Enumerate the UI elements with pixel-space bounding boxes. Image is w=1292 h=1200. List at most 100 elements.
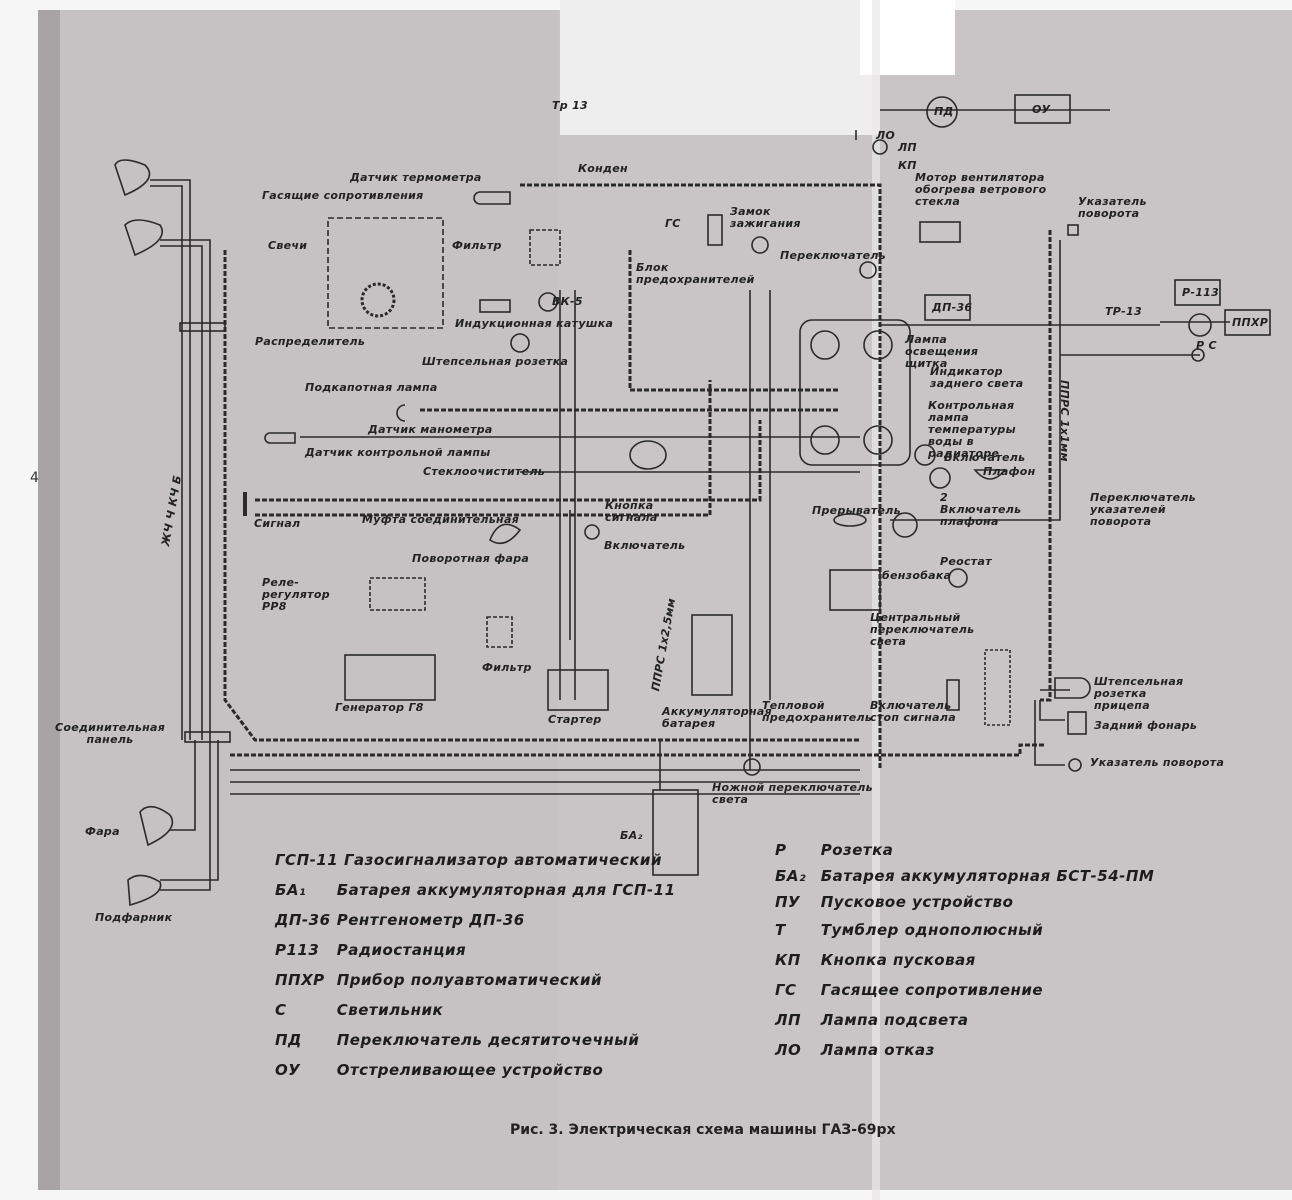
label-soed-panel: Соединительная панель xyxy=(55,721,166,746)
label-centr-perekl: Центральный переключатель света xyxy=(870,611,975,648)
legend-text: Светильник xyxy=(336,1001,444,1019)
relay-regulator xyxy=(369,577,426,611)
legend-text: Гасящее сопротивление xyxy=(820,981,1044,999)
foot-switch xyxy=(743,758,761,776)
label-zamok: Замок зажигания xyxy=(730,205,801,230)
legend-abbr: БА₁ xyxy=(275,881,307,899)
label-kontr-lampa: Контрольная лампа температуры воды в рад… xyxy=(928,399,1016,460)
label-shtepselnaya-pricepa: Штепсельная розетка прицепа xyxy=(1094,675,1184,712)
headlamp-top-2 xyxy=(124,219,163,257)
legend-text: Тумблер однополюсный xyxy=(820,921,1044,939)
dp36-box xyxy=(924,294,971,321)
legend-text: Прибор полуавтоматический xyxy=(336,971,602,989)
label-ba2: БА₂ xyxy=(620,829,643,842)
legend-item: Р Розетка xyxy=(775,842,893,859)
label-zadniy: Задний фонарь xyxy=(1094,719,1198,732)
legend-text: Кнопка пусковая xyxy=(820,951,976,969)
legend-item: С Светильник xyxy=(275,1002,443,1019)
horn xyxy=(629,440,667,470)
legend-abbr: ЛП xyxy=(775,1011,802,1029)
label-filtr-top: Фильтр xyxy=(452,239,502,252)
label-mufta: Муфта соединительная xyxy=(362,513,520,526)
label-gs: ГС xyxy=(665,217,681,230)
headlamp-bottom-2 xyxy=(127,874,162,907)
label-signal: Сигнал xyxy=(254,517,301,530)
legend-item: ГСП-11 Газосигнализатор автоматический xyxy=(275,852,662,869)
motor xyxy=(919,221,961,243)
label-kp: КП xyxy=(898,159,917,172)
harness-signal xyxy=(255,420,762,502)
legend-item: ПД Переключатель десятиточечный xyxy=(275,1032,639,1049)
rheostat xyxy=(948,568,968,588)
trailer-socket xyxy=(1054,677,1091,699)
filter-top xyxy=(529,229,561,266)
label-tr13-top: Тр 13 xyxy=(552,99,589,112)
label-ukazatel-bottom: Указатель поворота xyxy=(1090,756,1225,769)
gauge-1 xyxy=(810,330,840,360)
label-datchik-manometra: Датчик манометра xyxy=(368,423,493,436)
distributor xyxy=(360,282,396,318)
legend-abbr: Р113 xyxy=(275,941,320,959)
legend-abbr: ГСП-11 xyxy=(275,851,339,869)
lamp-indicator xyxy=(914,444,936,466)
legend-abbr: ГС xyxy=(775,981,797,999)
legend-abbr: ПД xyxy=(275,1031,302,1049)
ou-box xyxy=(1014,94,1071,124)
legend-item: ППХР Прибор полуавтоматический xyxy=(275,972,602,989)
label-lo: ЛО xyxy=(876,129,896,142)
label-datchik-termometra: Датчик термометра xyxy=(350,171,482,184)
harness-bottom-1 xyxy=(230,743,1045,757)
legend-item: КП Кнопка пусковая xyxy=(775,952,976,969)
tail-light xyxy=(1067,711,1087,735)
gauge-3 xyxy=(810,425,840,455)
turn-signal-front xyxy=(1067,224,1079,236)
label-katushka: Индукционная катушка xyxy=(455,317,614,330)
legend-abbr: КП xyxy=(775,951,801,969)
legend-abbr: БА₂ xyxy=(775,867,807,885)
coil xyxy=(479,299,511,313)
instrument-panel xyxy=(799,319,911,466)
legend-abbr: ПУ xyxy=(775,893,801,911)
label-reostat: Реостат xyxy=(940,555,992,568)
label-starter: Стартер xyxy=(548,713,602,726)
label-podkapotnaya: Подкапотная лампа xyxy=(305,381,438,394)
turn-signal-rear xyxy=(1068,758,1082,772)
legend-item: Т Тумблер однополюсный xyxy=(775,922,1043,939)
connector-block xyxy=(984,649,1011,726)
label-indikator: Индикатор заднего света xyxy=(930,365,1024,390)
legend-item: ЛП Лампа подсвета xyxy=(775,1012,968,1029)
r113-box xyxy=(1174,279,1221,306)
socket-r xyxy=(1191,348,1205,362)
legend-item: БА₁ Батарея аккумуляторная для ГСП-11 xyxy=(275,882,676,899)
label-ppkhr: ППХР xyxy=(1232,316,1269,329)
label-generator: Генератор Г8 xyxy=(335,701,424,714)
wire-right-v xyxy=(1040,230,1052,702)
label-fara: Фара xyxy=(85,825,120,838)
pd-circle xyxy=(926,96,958,128)
central-switch xyxy=(829,569,881,611)
label-pd: ПД xyxy=(934,105,954,118)
legend-abbr: ЛО xyxy=(775,1041,802,1059)
plafon xyxy=(973,469,1007,480)
legend-text: Газосигнализатор автоматический xyxy=(343,851,662,869)
legend-abbr: Р xyxy=(775,841,787,859)
wire-left-6 xyxy=(160,740,211,891)
interrupter xyxy=(833,513,867,527)
legend-abbr: ОУ xyxy=(275,1061,301,1079)
legend-item: ГС Гасящее сопротивление xyxy=(775,982,1043,999)
gauge-2 xyxy=(863,330,893,360)
vk5 xyxy=(538,292,558,312)
label-vk5: ВК-5 xyxy=(552,295,583,308)
wire-left-1 xyxy=(150,179,191,740)
connection-panel-top xyxy=(179,322,226,332)
wire-left-5 xyxy=(170,740,196,831)
socket-engine xyxy=(510,333,530,353)
legend-item: ЛО Лампа отказ xyxy=(775,1042,935,1059)
ignition-lock xyxy=(707,214,723,246)
starter xyxy=(547,669,609,711)
label-vklyuchatel: Включатель xyxy=(604,539,686,552)
filter-bottom xyxy=(486,616,513,648)
label-akkum: Аккумуляторная батарея xyxy=(662,705,772,730)
label-datchik-kontr: Датчик контрольной лампы xyxy=(305,446,491,459)
manometer-sensor xyxy=(264,432,296,444)
